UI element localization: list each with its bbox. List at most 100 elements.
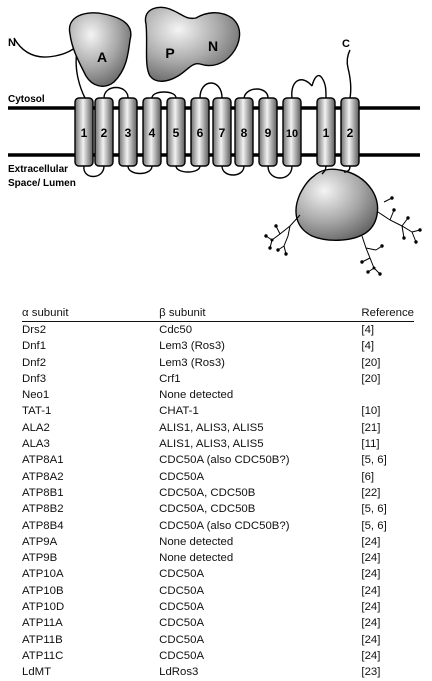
alpha-subunit-cell: ATP10A bbox=[22, 568, 64, 581]
loop-3-4 bbox=[127, 165, 153, 175]
beta-subunit-cell: ALIS1, ALIS3, ALIS5 bbox=[159, 438, 264, 451]
alpha-subunit-cell: ALA3 bbox=[22, 438, 50, 451]
alpha-helix-2-label: 2 bbox=[101, 126, 108, 140]
reference-cell: [11] bbox=[361, 438, 380, 451]
beta-subunit-cell: Lem3 (Ros3) bbox=[159, 356, 225, 369]
alpha-helix-4-label: 4 bbox=[149, 126, 156, 140]
alpha-helix-7-label: 7 bbox=[219, 126, 226, 140]
beta-subunit-cell: Crf1 bbox=[159, 372, 181, 385]
reference-cell: [24] bbox=[361, 633, 381, 646]
glycan-nodes bbox=[264, 196, 422, 276]
alpha-helix-6 bbox=[190, 97, 210, 167]
p4-atpase-topology-diagram: N A P N C bbox=[8, 6, 422, 276]
reference-cell: [21] bbox=[361, 421, 381, 434]
loop-7-8 bbox=[221, 165, 245, 176]
alpha-subunit-cell: Drs2 bbox=[22, 324, 47, 336]
loop-1-2 bbox=[83, 165, 105, 178]
alpha-subunit-cell: ATP11A bbox=[22, 617, 63, 630]
alpha-helix-8 bbox=[234, 97, 254, 167]
reference-cell bbox=[361, 387, 414, 403]
loop-4-5 bbox=[151, 91, 177, 99]
alpha-helix-1 bbox=[74, 97, 94, 167]
reference-cell: [4] bbox=[361, 324, 375, 336]
beta-subunit-cell: CDC50A, CDC50B bbox=[159, 503, 256, 516]
extracellular-label-line2: Space/ Lumen bbox=[8, 178, 76, 189]
reference-cell: [24] bbox=[361, 617, 381, 630]
reference-cell: [24] bbox=[361, 568, 381, 581]
alpha-helix-3-label: 3 bbox=[125, 126, 132, 140]
domain-p-label: P bbox=[165, 45, 174, 61]
beta-subunit-cell: CDC50A bbox=[159, 584, 205, 597]
alpha-helix-3 bbox=[118, 97, 138, 167]
beta-subunit-cell: CDC50A, CDC50B bbox=[159, 486, 256, 499]
loop-8-9 bbox=[243, 88, 269, 99]
beta-subunit-cell: CDC50A bbox=[159, 568, 205, 581]
alpha-subunit-cell: ATP8A1 bbox=[22, 454, 64, 467]
alpha-subunit-header: α subunit bbox=[22, 306, 160, 322]
table-row: Drs2 Cdc50 [4] bbox=[22, 322, 414, 339]
reference-cell: [4] bbox=[361, 340, 375, 353]
loop-6-7 bbox=[199, 82, 223, 99]
alpha-subunit-cell: Neo1 bbox=[22, 389, 50, 402]
beta-subunit-cell: CDC50A (also CDC50B?) bbox=[159, 519, 290, 532]
alpha-subunit-cell: LdMT bbox=[22, 666, 52, 679]
n-terminus-label: N bbox=[8, 37, 16, 49]
beta-c-tail bbox=[346, 49, 352, 99]
table-row: ATP10B CDC50A [24] bbox=[22, 583, 414, 599]
alpha-subunit-cell: ATP11C bbox=[22, 649, 64, 662]
table-row: ALA3 ALIS1, ALIS3, ALIS5 [11] bbox=[22, 436, 414, 452]
beta-helix-1-label: 1 bbox=[323, 126, 330, 140]
loop-10-cterm bbox=[291, 79, 313, 99]
beta-ectodomain bbox=[295, 168, 379, 241]
reference-cell: [20] bbox=[361, 356, 381, 369]
reference-cell: [24] bbox=[361, 535, 381, 548]
beta-subunit-cell: CHAT-1 bbox=[159, 405, 199, 418]
reference-cell: [5, 6] bbox=[361, 503, 387, 516]
alpha-helix-4 bbox=[142, 97, 162, 167]
domain-n-label: N bbox=[208, 38, 218, 54]
glycan-chain-right bbox=[377, 197, 421, 243]
alpha-helix-1-label: 1 bbox=[81, 126, 88, 140]
n-terminus-tail bbox=[13, 37, 79, 58]
alpha-subunit-cell: Dnf2 bbox=[22, 356, 47, 369]
beta-subunit-cell: Cdc50 bbox=[159, 324, 193, 336]
beta-subunit-cell: ALIS1, ALIS3, ALIS5 bbox=[159, 421, 264, 434]
beta-link-right bbox=[343, 165, 351, 173]
beta-subunit-cell: None detected bbox=[159, 552, 234, 565]
alpha-subunit-cell: ATP10B bbox=[22, 584, 64, 597]
table-row: Dnf2 Lem3 (Ros3) [20] bbox=[22, 355, 414, 371]
reference-cell: [24] bbox=[361, 649, 381, 662]
reference-cell: [22] bbox=[361, 486, 381, 499]
alpha-subunit-cell: ALA2 bbox=[22, 421, 50, 434]
beta-subunit-cell: CDC50A bbox=[159, 649, 205, 662]
alpha-helix-6-label: 6 bbox=[197, 126, 204, 140]
table-row: ALA2 ALIS1, ALIS3, ALIS5 [21] bbox=[22, 420, 414, 436]
alpha-helix-5 bbox=[166, 97, 186, 167]
beta-subunit-cell: LdRos3 bbox=[159, 666, 199, 679]
alpha-subunit-cell: TAT-1 bbox=[22, 405, 52, 418]
reference-cell: [6] bbox=[361, 470, 375, 483]
reference-cell: [24] bbox=[361, 584, 381, 597]
alpha-helix-10 bbox=[282, 97, 302, 167]
alpha-helix-9 bbox=[258, 97, 278, 167]
beta-helix-2-label: 2 bbox=[347, 126, 354, 140]
p-n-domain bbox=[144, 6, 241, 82]
alpha-subunit-cell: ATP8A2 bbox=[22, 470, 64, 483]
table-row: ATP11C CDC50A [24] bbox=[22, 648, 414, 664]
alpha-helix-5-label: 5 bbox=[173, 126, 180, 140]
reference-cell: [5, 6] bbox=[361, 454, 387, 467]
beta-subunit-header: β subunit bbox=[159, 306, 362, 322]
alpha-helix-9-label: 9 bbox=[265, 126, 272, 140]
alpha-helix-2 bbox=[94, 97, 114, 167]
